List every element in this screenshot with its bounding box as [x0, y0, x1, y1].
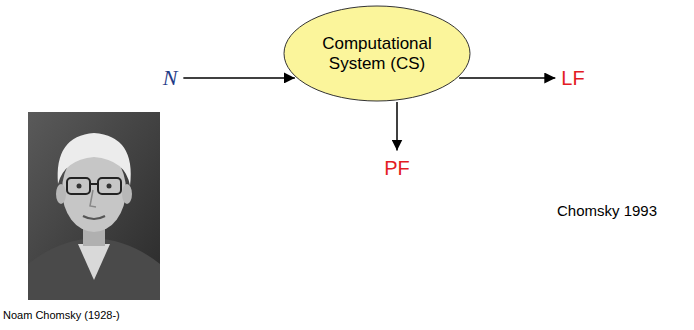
photo-caption: Noam Chomsky (1928-)	[3, 309, 120, 322]
interface-node: LF	[561, 67, 584, 90]
eye	[77, 184, 82, 189]
ear	[56, 184, 66, 204]
nose	[90, 190, 96, 207]
eye	[107, 184, 112, 189]
node-text: LF	[561, 67, 584, 90]
jacket	[28, 238, 160, 300]
arrow-connector	[183, 77, 295, 79]
ellipse-shape	[284, 6, 470, 101]
photo-background	[28, 112, 160, 300]
node-text: N	[163, 65, 178, 90]
shirt-collar	[78, 244, 110, 280]
symbol-node: N	[163, 65, 178, 90]
arrow-connector	[459, 77, 555, 79]
node-text: PF	[384, 157, 410, 180]
glasses	[98, 178, 121, 194]
glasses	[67, 178, 90, 194]
ear	[122, 184, 132, 204]
citation-label: Chomsky 1993	[557, 202, 657, 219]
glasses-bridge	[90, 183, 98, 185]
process-ellipse: Computational System (CS)	[283, 5, 471, 102]
mouth	[83, 216, 105, 219]
arrow-connector	[396, 102, 398, 151]
interface-node: PF	[384, 157, 410, 180]
node-text: Computational System (CS)	[302, 34, 452, 73]
